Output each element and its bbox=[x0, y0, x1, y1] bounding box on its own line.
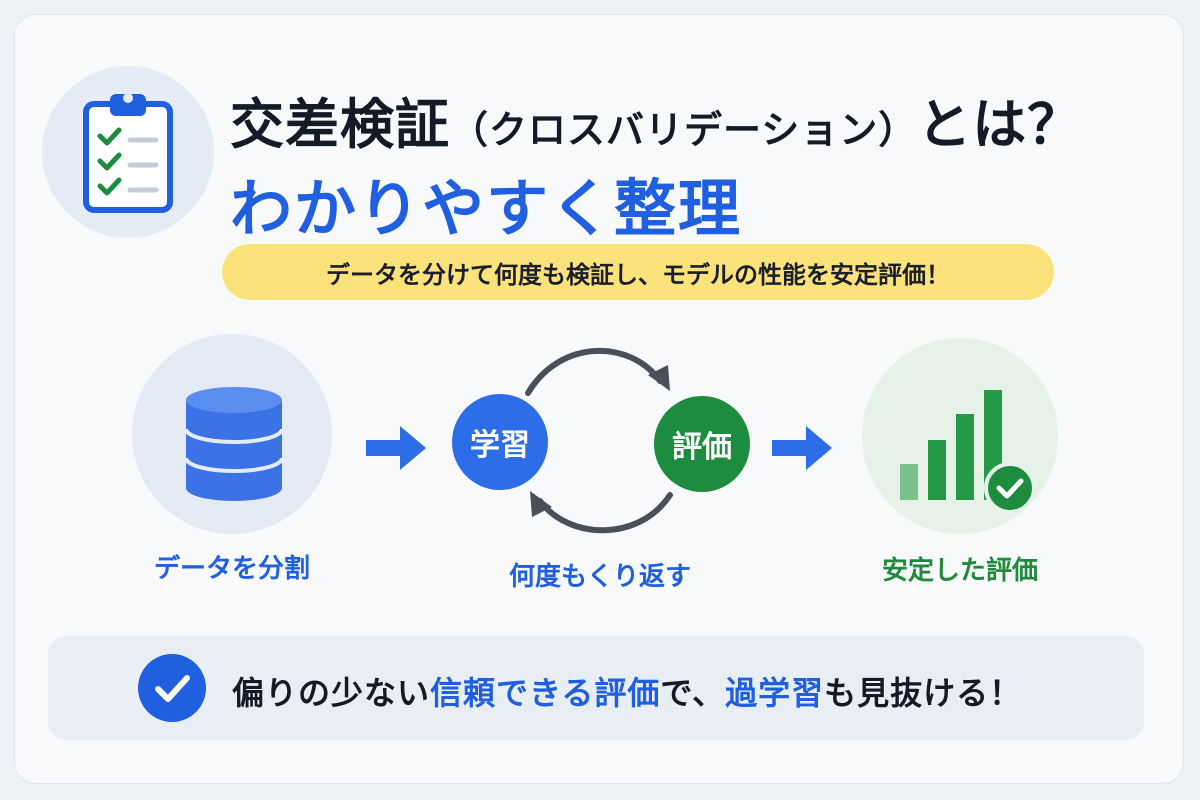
summary-text: 偏りの少ない信頼できる評価で、過学習も見抜ける！ bbox=[232, 668, 1022, 714]
summary-part-5: も見抜ける！ bbox=[824, 674, 1023, 712]
database-icon bbox=[184, 387, 284, 501]
page-subtitle: わかりやすく整理 bbox=[230, 172, 743, 245]
arrow-right-icon bbox=[366, 426, 426, 470]
title-paren: （クロスバリデーション） bbox=[450, 108, 918, 152]
tagline-pill: データを分けて何度も検証し、モデルの性能を安定評価！ bbox=[222, 244, 1054, 300]
summary-part-1: 偏りの少ない bbox=[232, 674, 431, 712]
bar-chart-check-icon bbox=[900, 390, 1036, 512]
result-label: 安定した評価 bbox=[881, 556, 1038, 586]
evaluate-node: 評価 bbox=[654, 396, 750, 492]
summary-highlight-reliable: 信頼できる評価 bbox=[430, 674, 661, 712]
summary-highlight-overfitting: 過学習 bbox=[725, 674, 825, 712]
cycle-arrows-icon bbox=[525, 348, 673, 534]
learn-node: 学習 bbox=[452, 394, 548, 490]
check-icon bbox=[155, 675, 190, 702]
title-main: 交差検証 bbox=[230, 93, 450, 156]
title-suffix: とは？ bbox=[917, 93, 1083, 156]
check-badge bbox=[138, 654, 206, 722]
summary-part-3: で、 bbox=[660, 674, 726, 712]
summary-banner bbox=[48, 636, 1144, 740]
repeat-label: 何度もくり返す bbox=[508, 562, 691, 592]
split-label: データを分割 bbox=[153, 554, 310, 584]
tagline-text: データを分けて何度も検証し、モデルの性能を安定評価！ bbox=[326, 260, 950, 289]
clipboard-checklist-icon bbox=[83, 93, 173, 213]
arrow-right-icon bbox=[772, 426, 832, 470]
page-title: 交差検証（クロスバリデーション）とは？ bbox=[230, 80, 1180, 159]
